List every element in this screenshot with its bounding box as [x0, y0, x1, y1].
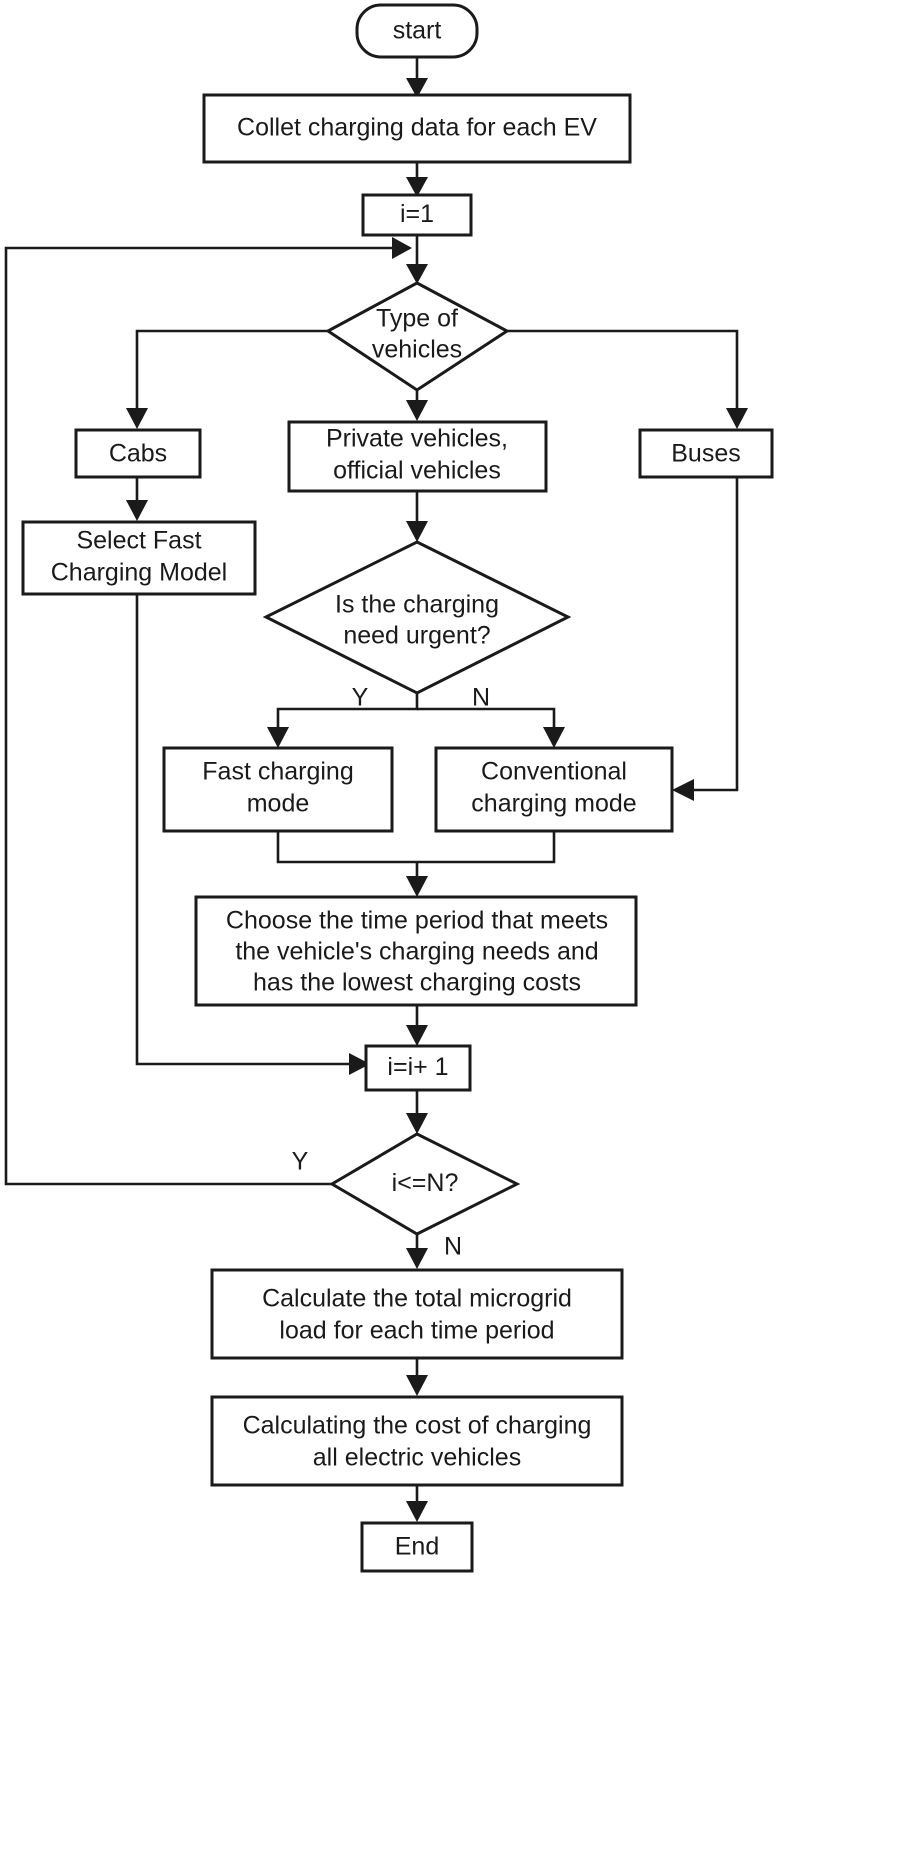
node-type-of-vehicles[interactable]: Type of vehicles: [325, 281, 510, 392]
node-calculate-load[interactable]: Calculate the total microgrid load for e…: [210, 1268, 624, 1360]
edge-loopback-to-top: [4, 237, 412, 1186]
edge-label-urgent-no: N: [472, 684, 490, 712]
node-private-vehicles-label-line1: Private vehicles,: [326, 425, 508, 453]
increment-var-1: i: [387, 1053, 393, 1081]
node-calc-load-label-line1: Calculate the total microgrid: [262, 1285, 572, 1313]
node-calc-load-label-line2: load for each time period: [279, 1317, 554, 1345]
node-choose-label-line3: has the lowest charging costs: [253, 969, 581, 997]
node-choose-label-line1: Choose the time period that meets: [226, 907, 608, 935]
increment-plus-one: + 1: [413, 1053, 448, 1081]
node-init-counter[interactable]: i=1: [361, 193, 473, 237]
node-conventional-mode-label-line1: Conventional: [481, 758, 627, 786]
node-end[interactable]: End: [360, 1521, 474, 1573]
edge-cabs-to-selectfast: [126, 477, 148, 521]
node-fast-mode-label-line1: Fast charging: [202, 758, 353, 786]
node-buses-label: Buses: [671, 440, 740, 468]
loop-var-i: i: [392, 1169, 398, 1197]
node-calc-cost-label-line2: all electric vehicles: [313, 1444, 521, 1472]
edge-choose-to-increment: [406, 1005, 428, 1046]
edge-urgent-no-to-conventional: [417, 707, 565, 748]
edge-label-urgent-yes: Y: [352, 684, 369, 712]
node-start-label: start: [393, 17, 442, 45]
node-end-label: End: [395, 1533, 439, 1561]
node-urgent-label-line2: need urgent?: [343, 622, 490, 650]
node-choose-label-line2: the vehicle's charging needs and: [235, 938, 598, 966]
node-type-of-vehicles-label-line2: vehicles: [372, 336, 462, 364]
increment-var-2: i: [408, 1053, 414, 1081]
node-urgent-decision[interactable]: Is the charging need urgent?: [262, 540, 572, 695]
node-cabs-label: Cabs: [109, 440, 167, 468]
edge-private-to-urgent: [406, 491, 428, 542]
edge-init-to-type: [406, 232, 428, 284]
loop-op: <=: [397, 1169, 426, 1197]
node-calculate-cost[interactable]: Calculating the cost of charging all ele…: [210, 1395, 624, 1487]
node-conventional-charging-mode[interactable]: Conventional charging mode: [434, 746, 674, 833]
edge-type-to-cabs: [126, 329, 328, 429]
node-fast-charging-mode[interactable]: Fast charging mode: [162, 746, 394, 833]
edge-start-to-collect: [406, 57, 428, 98]
node-private-vehicles[interactable]: Private vehicles, official vehicles: [287, 420, 548, 493]
edge-increment-to-loopcheck: [406, 1090, 428, 1134]
node-private-vehicles-label-line2: official vehicles: [333, 457, 501, 485]
edge-type-to-buses: [506, 329, 748, 429]
edge-calcload-to-calccost: [406, 1358, 428, 1396]
node-loop-condition-label: i<=N?: [392, 1169, 459, 1197]
edge-loopcheck-no-to-calcload: [406, 1234, 428, 1269]
loop-var-n: N: [426, 1169, 444, 1197]
node-urgent-label-line1: Is the charging: [335, 591, 499, 619]
edge-modes-to-choose: [276, 831, 556, 897]
init-var: i: [400, 200, 406, 228]
edge-label-loop-yes: Y: [292, 1148, 309, 1176]
edge-collect-to-init: [406, 162, 428, 197]
node-choose-time-period[interactable]: Choose the time period that meets the ve…: [194, 895, 638, 1007]
node-collect-data-label: Collet charging data for each EV: [237, 114, 597, 142]
edge-urgent-yes-to-fast: [267, 693, 419, 748]
node-loop-condition[interactable]: i<=N?: [329, 1132, 521, 1236]
node-init-counter-label: i=1: [400, 200, 434, 228]
edge-label-loop-no: N: [444, 1233, 462, 1261]
edge-type-to-private: [406, 390, 428, 421]
node-increment-counter-label: i=i+ 1: [387, 1053, 448, 1081]
edge-calccost-to-end: [406, 1485, 428, 1522]
node-cabs[interactable]: Cabs: [74, 428, 202, 479]
node-calc-cost-label-line1: Calculating the cost of charging: [243, 1412, 592, 1440]
node-select-fast-label-line1: Select Fast: [76, 527, 201, 555]
node-fast-mode-label-line2: mode: [247, 790, 310, 818]
node-collect-data[interactable]: Collet charging data for each EV: [202, 93, 632, 164]
loop-question: ?: [444, 1169, 458, 1197]
node-buses[interactable]: Buses: [638, 428, 774, 479]
node-select-fast-charging-model[interactable]: Select Fast Charging Model: [21, 520, 257, 596]
node-type-of-vehicles-label-line1: Type of: [376, 305, 458, 333]
node-start[interactable]: start: [355, 3, 479, 59]
init-expr: =1: [406, 200, 435, 228]
edge-buses-to-conventional: [672, 477, 739, 801]
node-conventional-mode-label-line2: charging mode: [471, 790, 636, 818]
increment-eq: =: [393, 1053, 408, 1081]
node-select-fast-label-line2: Charging Model: [51, 559, 228, 587]
edge-selectfast-to-increment: [135, 594, 370, 1075]
node-increment-counter[interactable]: i=i+ 1: [364, 1044, 472, 1092]
